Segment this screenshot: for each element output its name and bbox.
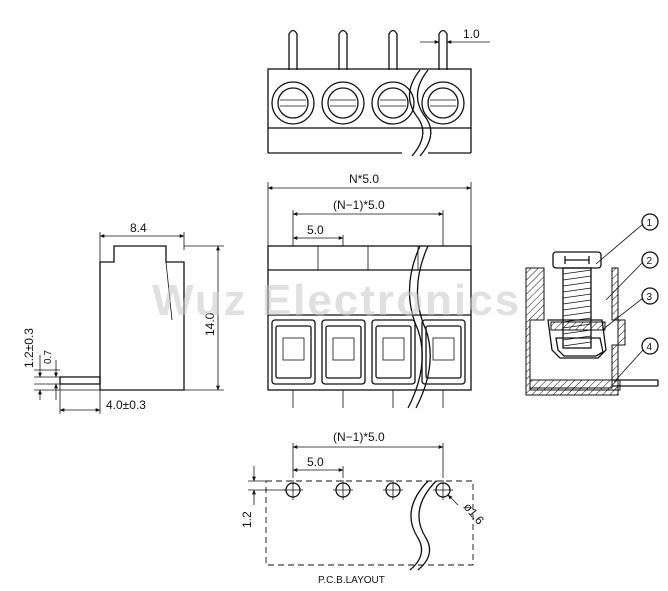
side-view: 8.4 14.0 1.2±0.3 0.7 4.0±0.3	[22, 221, 224, 414]
pcb-span-width: (N−1)*5.0	[333, 430, 385, 444]
pcb-edge-offset: 1.2	[240, 511, 254, 528]
callout-4: 4	[647, 342, 653, 353]
pcb-layout: (N−1)*5.0 5.0 ø1.6 1.2 P.C.B.LAYOUT	[240, 430, 487, 586]
side-height: 14.0	[203, 312, 217, 336]
pcb-caption: P.C.B.LAYOUT	[318, 575, 385, 586]
front-overall-width: N*5.0	[349, 172, 379, 186]
side-top-width: 8.4	[130, 221, 147, 235]
top-view-body	[267, 68, 472, 129]
callout-3: 3	[647, 292, 653, 303]
pcb-pitch: 5.0	[307, 455, 324, 469]
watermark-text: Wuz Electronics	[152, 276, 521, 325]
top-view-screws	[271, 81, 465, 125]
side-pin-thickness: 0.7	[43, 350, 54, 364]
side-pin-length: 4.0±0.3	[106, 398, 146, 412]
side-view-pin	[59, 376, 101, 385]
section-view: 1 2 3 4	[525, 213, 659, 396]
front-pitch: 5.0	[307, 223, 324, 237]
top-view-pins	[288, 29, 448, 70]
callout-2: 2	[647, 256, 653, 267]
side-pin-offset: 1.2±0.3	[22, 328, 36, 368]
pcb-holes	[283, 480, 453, 500]
callout-1: 1	[647, 218, 653, 229]
top-view: 1.0	[267, 27, 490, 157]
section-callouts: 1 2 3 4	[595, 213, 659, 383]
pcb-outline	[265, 480, 474, 566]
top-view-pitch-note: 1.0	[463, 27, 480, 41]
front-view: N*5.0 (N−1)*5.0 5.0	[267, 172, 472, 409]
pcb-hole-diameter: ø1.6	[461, 500, 487, 528]
front-view-wire-openings	[271, 319, 466, 385]
front-span-width: (N−1)*5.0	[333, 198, 385, 212]
front-view-body	[267, 245, 472, 391]
